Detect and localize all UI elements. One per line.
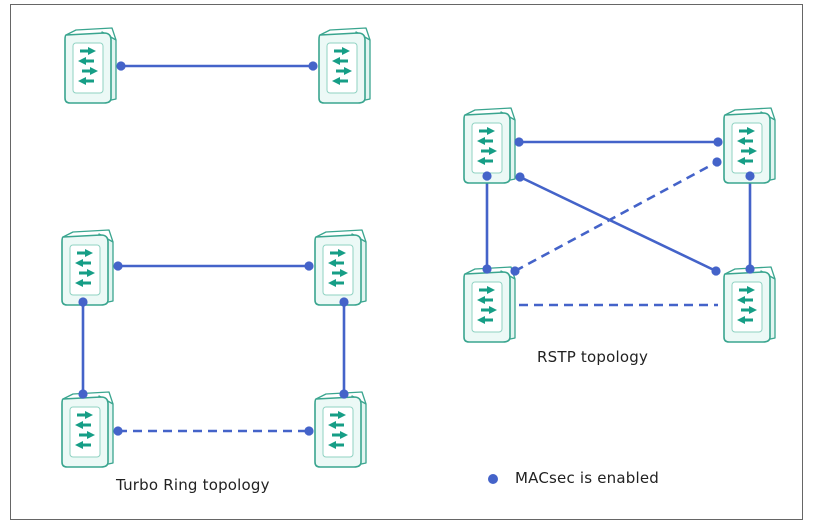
macsec-dot-icon (745, 264, 755, 274)
macsec-dot-icon (116, 61, 126, 71)
macsec-dot-icon (515, 172, 525, 182)
macsec-dot-icon (711, 266, 721, 276)
diagram-frame: RSTP topology Turbo Ring topology MACsec… (10, 4, 803, 520)
macsec-dot-icon (482, 264, 492, 274)
macsec-dot-icon (308, 61, 318, 71)
macsec-dot-icon (113, 261, 123, 271)
switch-icon (318, 27, 371, 104)
macsec-dot-icon (482, 171, 492, 181)
topology-diagram (61, 27, 776, 484)
switch-icon (61, 229, 114, 306)
legend-dot-icon (488, 474, 498, 484)
macsec-dot-icon (78, 297, 88, 307)
macsec-dot-icon (713, 137, 723, 147)
link-rstp-diagonal-dashed (514, 160, 718, 273)
rstp-topology-label: RSTP topology (537, 348, 649, 366)
legend-label: MACsec is enabled (515, 469, 659, 487)
macsec-dot-icon (339, 389, 349, 399)
switch-icon (463, 107, 516, 184)
switch-icon (314, 391, 367, 468)
macsec-dot-icon (745, 171, 755, 181)
macsec-dot-icon (510, 266, 520, 276)
macsec-dot-icon (339, 297, 349, 307)
turbo-ring-topology-label: Turbo Ring topology (116, 476, 270, 494)
switch-icon (463, 266, 516, 343)
macsec-dot-icon (712, 157, 722, 167)
macsec-dot-icon (514, 137, 524, 147)
link-rstp-diagonal-solid (519, 175, 717, 273)
switch-icon (314, 229, 367, 306)
macsec-dot-icon (304, 426, 314, 436)
switch-icon (723, 266, 776, 343)
switch-icon (64, 27, 117, 104)
macsec-dot-icon (113, 426, 123, 436)
macsec-dot-icon (304, 261, 314, 271)
switch-icon (61, 391, 114, 468)
macsec-dot-icon (78, 389, 88, 399)
